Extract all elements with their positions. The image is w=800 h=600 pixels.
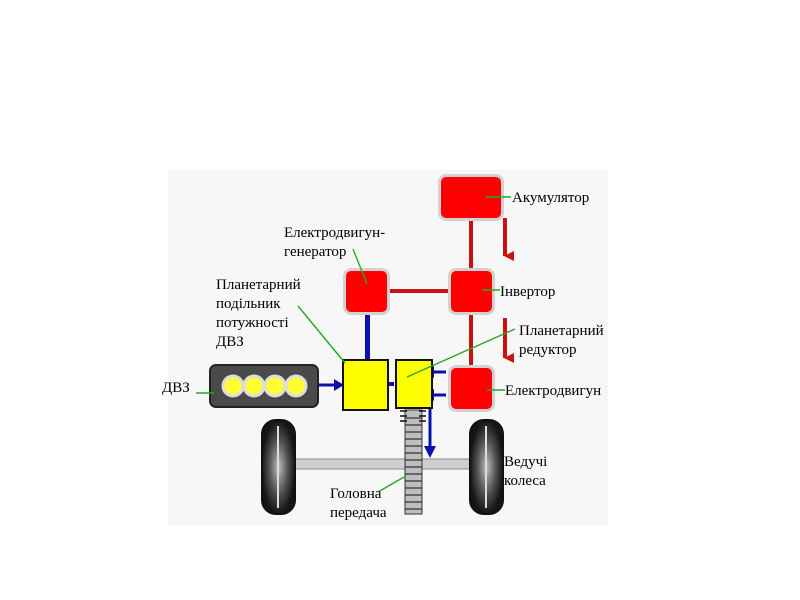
- power-split-device: [342, 359, 389, 411]
- final-drive-label-2: передача: [330, 505, 387, 521]
- leader-lines: [196, 196, 516, 493]
- planetary-reducer-label-2: редуктор: [519, 342, 577, 358]
- planetary-reducer-label-1: Планетарний: [519, 323, 604, 339]
- motor-generator-label-2: генератор: [284, 244, 346, 260]
- motor-generator-label: Електродвигун-: [284, 225, 385, 241]
- inverter: [448, 268, 495, 315]
- drive-wheels-label-1: Ведучі: [504, 454, 547, 470]
- engine-label: ДВЗ: [162, 380, 190, 396]
- inverter-label: Інвертор: [500, 284, 555, 300]
- final-drive-label-1: Головна: [330, 486, 382, 502]
- drive-wheels-label-2: колеса: [504, 473, 546, 489]
- right-wheel-icon: [469, 419, 504, 515]
- planetary-reducer: [395, 359, 433, 409]
- electric-connections: [390, 214, 473, 368]
- engine-icon: [209, 364, 319, 408]
- left-wheel-icon: [261, 419, 296, 515]
- power-split-label-2: подільник: [216, 296, 281, 312]
- power-split-label-3: потужності: [216, 315, 289, 331]
- final-drive-shaft: [404, 409, 423, 515]
- gear-icon: [400, 410, 426, 422]
- electric-motor: [448, 365, 495, 412]
- axle: [294, 458, 472, 470]
- battery-label: Акумулятор: [512, 190, 589, 206]
- power-split-label-1: Планетарний: [216, 277, 301, 293]
- motor-generator: [343, 268, 390, 315]
- power-split-label-4: ДВЗ: [216, 334, 244, 350]
- battery: [438, 174, 504, 221]
- motor-label: Електродвигун: [505, 383, 601, 399]
